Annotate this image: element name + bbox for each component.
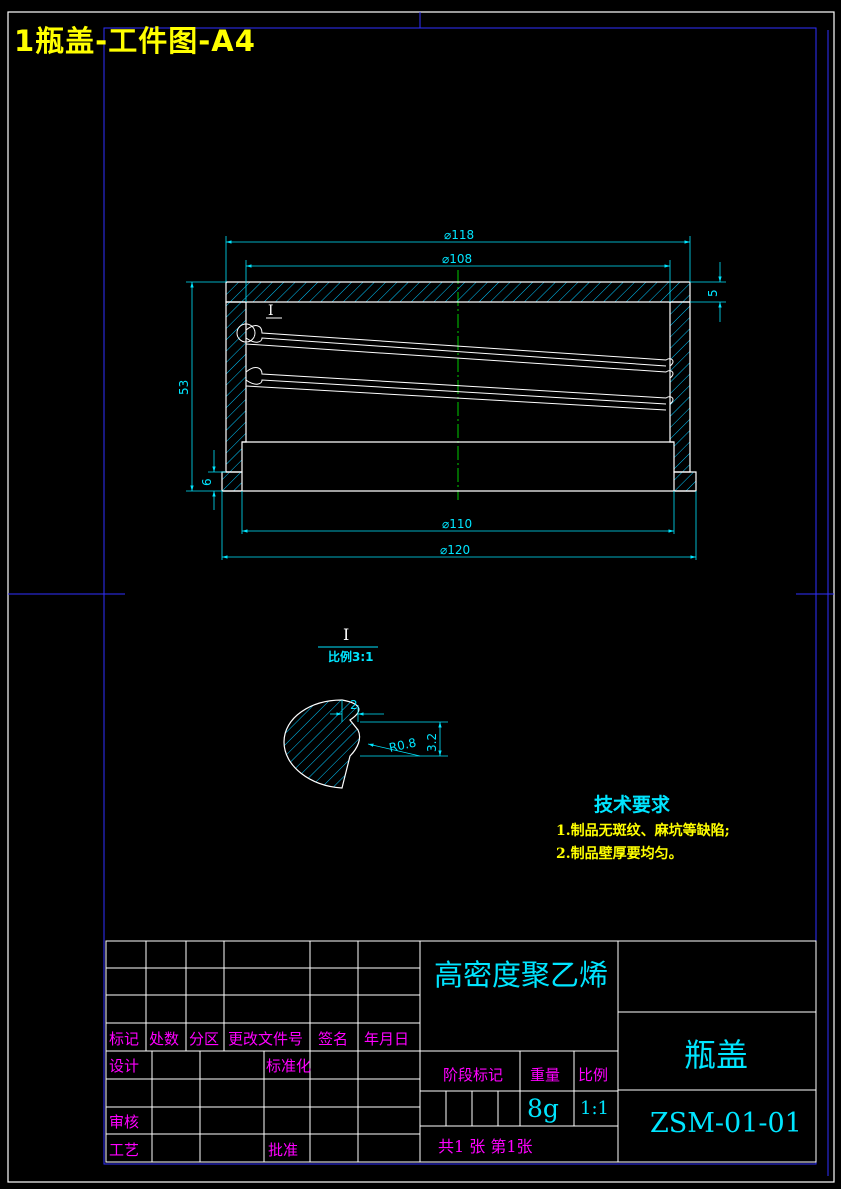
sheet-frame xyxy=(7,11,835,1183)
sheet-title: 1瓶盖-工件图-A4 xyxy=(14,24,256,58)
scale-label: 比例 xyxy=(578,1066,609,1084)
stage-label: 阶段标记 xyxy=(443,1066,504,1084)
weight-label: 重量 xyxy=(530,1066,561,1084)
dim-h53: 53 xyxy=(177,380,191,395)
right-lip xyxy=(673,471,697,492)
thread-band xyxy=(245,325,674,411)
dim-d110: ⌀110 xyxy=(442,517,472,531)
dim-2: 2 xyxy=(350,698,358,712)
thread-profile xyxy=(283,699,361,789)
header-zone: 分区 xyxy=(189,1030,220,1048)
dim-32: 3.2 xyxy=(425,733,439,752)
header-date: 年月日 xyxy=(364,1030,410,1048)
tech-requirement-2: 2.制品壁厚要均匀。 xyxy=(556,846,683,862)
detail-mark: I xyxy=(268,303,274,319)
role-process: 工艺 xyxy=(109,1141,140,1159)
role-standardize: 标准化 xyxy=(266,1057,312,1075)
role-approve: 批准 xyxy=(268,1141,299,1159)
detail-label: I xyxy=(343,625,349,644)
drawing-number: ZSM-01-01 xyxy=(650,1108,802,1139)
dim-d118: ⌀118 xyxy=(444,228,474,242)
tech-requirement-1: 1.制品无斑纹、麻坑等缺陷; xyxy=(556,823,730,839)
part-name: 瓶盖 xyxy=(684,1036,749,1074)
tech-requirements-title: 技术要求 xyxy=(594,794,671,816)
scale-value: 1:1 xyxy=(580,1098,609,1119)
header-change-doc: 更改文件号 xyxy=(228,1030,304,1048)
dim-h5: 5 xyxy=(706,289,720,297)
left-wall xyxy=(225,301,247,473)
role-design: 设计 xyxy=(109,1057,140,1075)
dim-h6: 6 xyxy=(200,478,214,486)
material-name: 高密度聚乙烯 xyxy=(433,958,608,992)
right-wall xyxy=(669,301,691,473)
header-signature: 签名 xyxy=(318,1030,349,1048)
role-review: 审核 xyxy=(109,1113,140,1131)
weight-value: 8g xyxy=(527,1094,559,1123)
sheet-count: 共1 张 第1张 xyxy=(438,1137,533,1156)
header-mark: 标记 xyxy=(109,1030,140,1048)
detail-scale: 比例3:1 xyxy=(328,649,374,664)
dim-d108: ⌀108 xyxy=(442,252,472,266)
detail-view: I 比例3:1 2 R0.8 3.2 xyxy=(283,625,448,789)
dim-d120: ⌀120 xyxy=(440,543,470,557)
top-plate xyxy=(225,281,691,303)
cap-section-view: I ⌀1 xyxy=(177,228,726,560)
left-lip xyxy=(221,471,243,492)
title-block xyxy=(105,940,817,1163)
header-count: 处数 xyxy=(149,1030,180,1048)
dim-r08: R0.8 xyxy=(388,736,418,755)
